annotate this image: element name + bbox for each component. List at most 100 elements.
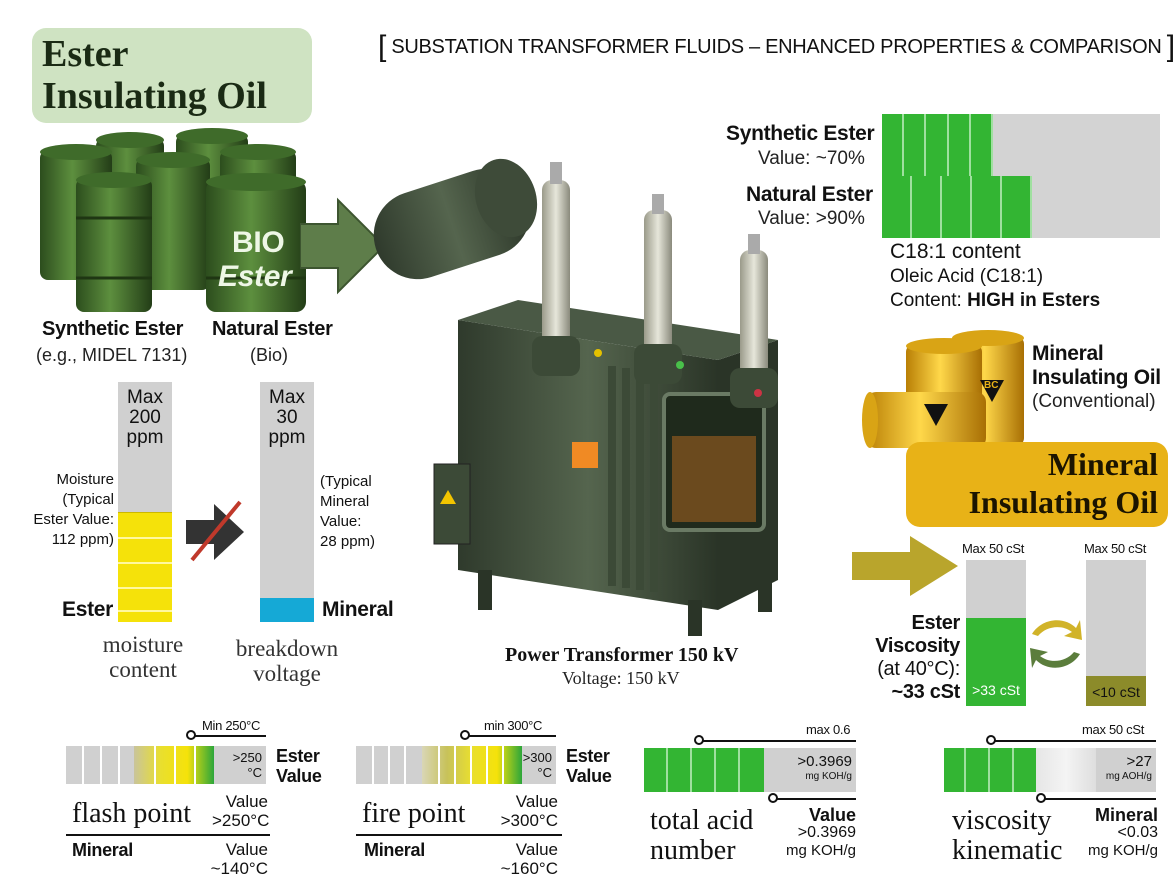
oleic-synthetic-value: Value: ~70% (758, 148, 865, 169)
kinematic-max-label: max 50 cSt (1082, 722, 1145, 737)
power-transformer-illustration (373, 158, 778, 636)
oleic-acid-label: Oleic Acid (C18:1) (890, 266, 1044, 287)
arrow-right-icon (852, 536, 958, 596)
moisture-mineral-fill (260, 598, 314, 622)
arrow-right-icon (300, 197, 386, 295)
bar-segment (882, 176, 913, 238)
visc-mineral-value: <10 cSt (1092, 684, 1140, 700)
ester-oil-heading: Ester Insulating Oil (32, 28, 312, 123)
radiator-fins (608, 366, 658, 592)
oleic-synthetic-name: Synthetic Ester (726, 122, 875, 145)
oleic-natural-name: Natural Ester (746, 183, 873, 206)
natural-ester-sub: (Bio) (250, 345, 289, 365)
transformer-title: Power Transformer 150 kV (505, 644, 739, 666)
moisture-mineral-bar (260, 382, 314, 622)
mineral-barrels-illustration (862, 330, 1024, 448)
bar-segment (904, 114, 927, 176)
oleic-natural-bar (882, 176, 1160, 238)
kinematic-mark-marker (1036, 793, 1046, 803)
flash-min-label: Min 250°C (202, 718, 261, 733)
barrel-icon (862, 330, 1024, 448)
barrel-icon (40, 128, 306, 312)
no-arrow-icon (186, 500, 244, 562)
flash-bar-value: >250°C (232, 750, 262, 780)
moisture-ester-label: Ester (62, 598, 114, 621)
bar-segment (972, 176, 1003, 238)
transformer-subtitle: Voltage: 150 kV (562, 668, 680, 688)
bar-segment (942, 176, 973, 238)
bar-segment (970, 114, 994, 176)
acid-mark-marker (768, 793, 778, 803)
bar-segment (882, 114, 905, 176)
fire-bar-value: >300°C (522, 750, 552, 780)
c18-content-label: C18:1 content (890, 240, 1021, 263)
flash-min-marker (186, 730, 196, 740)
swap-arrows-icon (1030, 620, 1082, 668)
flash-min-line (192, 735, 266, 737)
flash-point-bar: >250°C (66, 746, 266, 784)
synthetic-ester-title: Synthetic Ester (42, 318, 184, 340)
visc-ester-max: Max 50 cSt (962, 541, 1025, 556)
ester-logo-label: Ester (218, 260, 292, 293)
acid-max-marker (694, 735, 704, 745)
page-title: [ SUBSTATION TRANSFORMER FLUIDS – ENHANC… (378, 30, 1174, 63)
oil-window (662, 392, 766, 532)
acid-max-line (700, 740, 856, 742)
fire-mineral-label: Mineral (364, 840, 425, 860)
moisture-mineral-label: Mineral (322, 598, 394, 621)
fire-mineral-value: Value~160°C (500, 840, 558, 878)
visc-mineral-max: Max 50 cSt (1084, 541, 1147, 556)
fire-value: Value>300°C (500, 792, 558, 830)
flash-divider (66, 834, 270, 836)
orange-panel (572, 442, 598, 468)
bar-segment (1002, 176, 1033, 238)
fire-min-marker (460, 730, 470, 740)
bc-mark-2: BC (984, 380, 999, 391)
natural-ester-title: Natural Ester (212, 318, 333, 340)
visc-mineral-fill (1086, 676, 1146, 706)
ester-barrels-illustration (40, 128, 306, 312)
acid-max-label: max 0.6 (806, 722, 851, 737)
visc-ester-fill (966, 618, 1026, 706)
oleic-natural-value: Value: >90% (758, 208, 865, 229)
kinematic-mark-line (1044, 798, 1156, 800)
visc-ester-value: >33 cSt (972, 682, 1020, 698)
oleic-synthetic-bar (882, 114, 1160, 176)
flash-value: Value>250°C (212, 792, 270, 830)
synthetic-ester-example: (e.g., MIDEL 7131) (36, 345, 188, 365)
visc-ester-bar: >33 cSt (966, 560, 1026, 706)
moisture-ester-bar (118, 382, 172, 622)
bushings (532, 162, 778, 408)
fire-min-line (466, 735, 556, 737)
bio-label: BIO (232, 226, 285, 259)
fire-point-caption: fire point (362, 798, 466, 829)
mineral-title-1: Mineral (1032, 342, 1104, 365)
kinematic-max-line (992, 740, 1156, 742)
moisture-ester-fill (118, 512, 172, 622)
page-title-text: SUBSTATION TRANSFORMER FLUIDS – ENHANCED… (391, 36, 1162, 58)
mineral-title-2: Insulating Oil (1032, 366, 1161, 389)
conservator-tank (373, 158, 538, 280)
fire-point-bar: >300°C (356, 746, 556, 784)
visc-mineral-bar: <10 cSt (1086, 560, 1146, 706)
flash-mineral-value: Value~140°C (210, 840, 268, 878)
fire-min-label: min 300°C (484, 718, 543, 733)
flash-point-caption: flash point (72, 798, 191, 829)
mineral-oil-heading: Mineral Insulating Oil (906, 442, 1168, 527)
kinematic-max-marker (986, 735, 996, 745)
fire-divider (356, 834, 562, 836)
